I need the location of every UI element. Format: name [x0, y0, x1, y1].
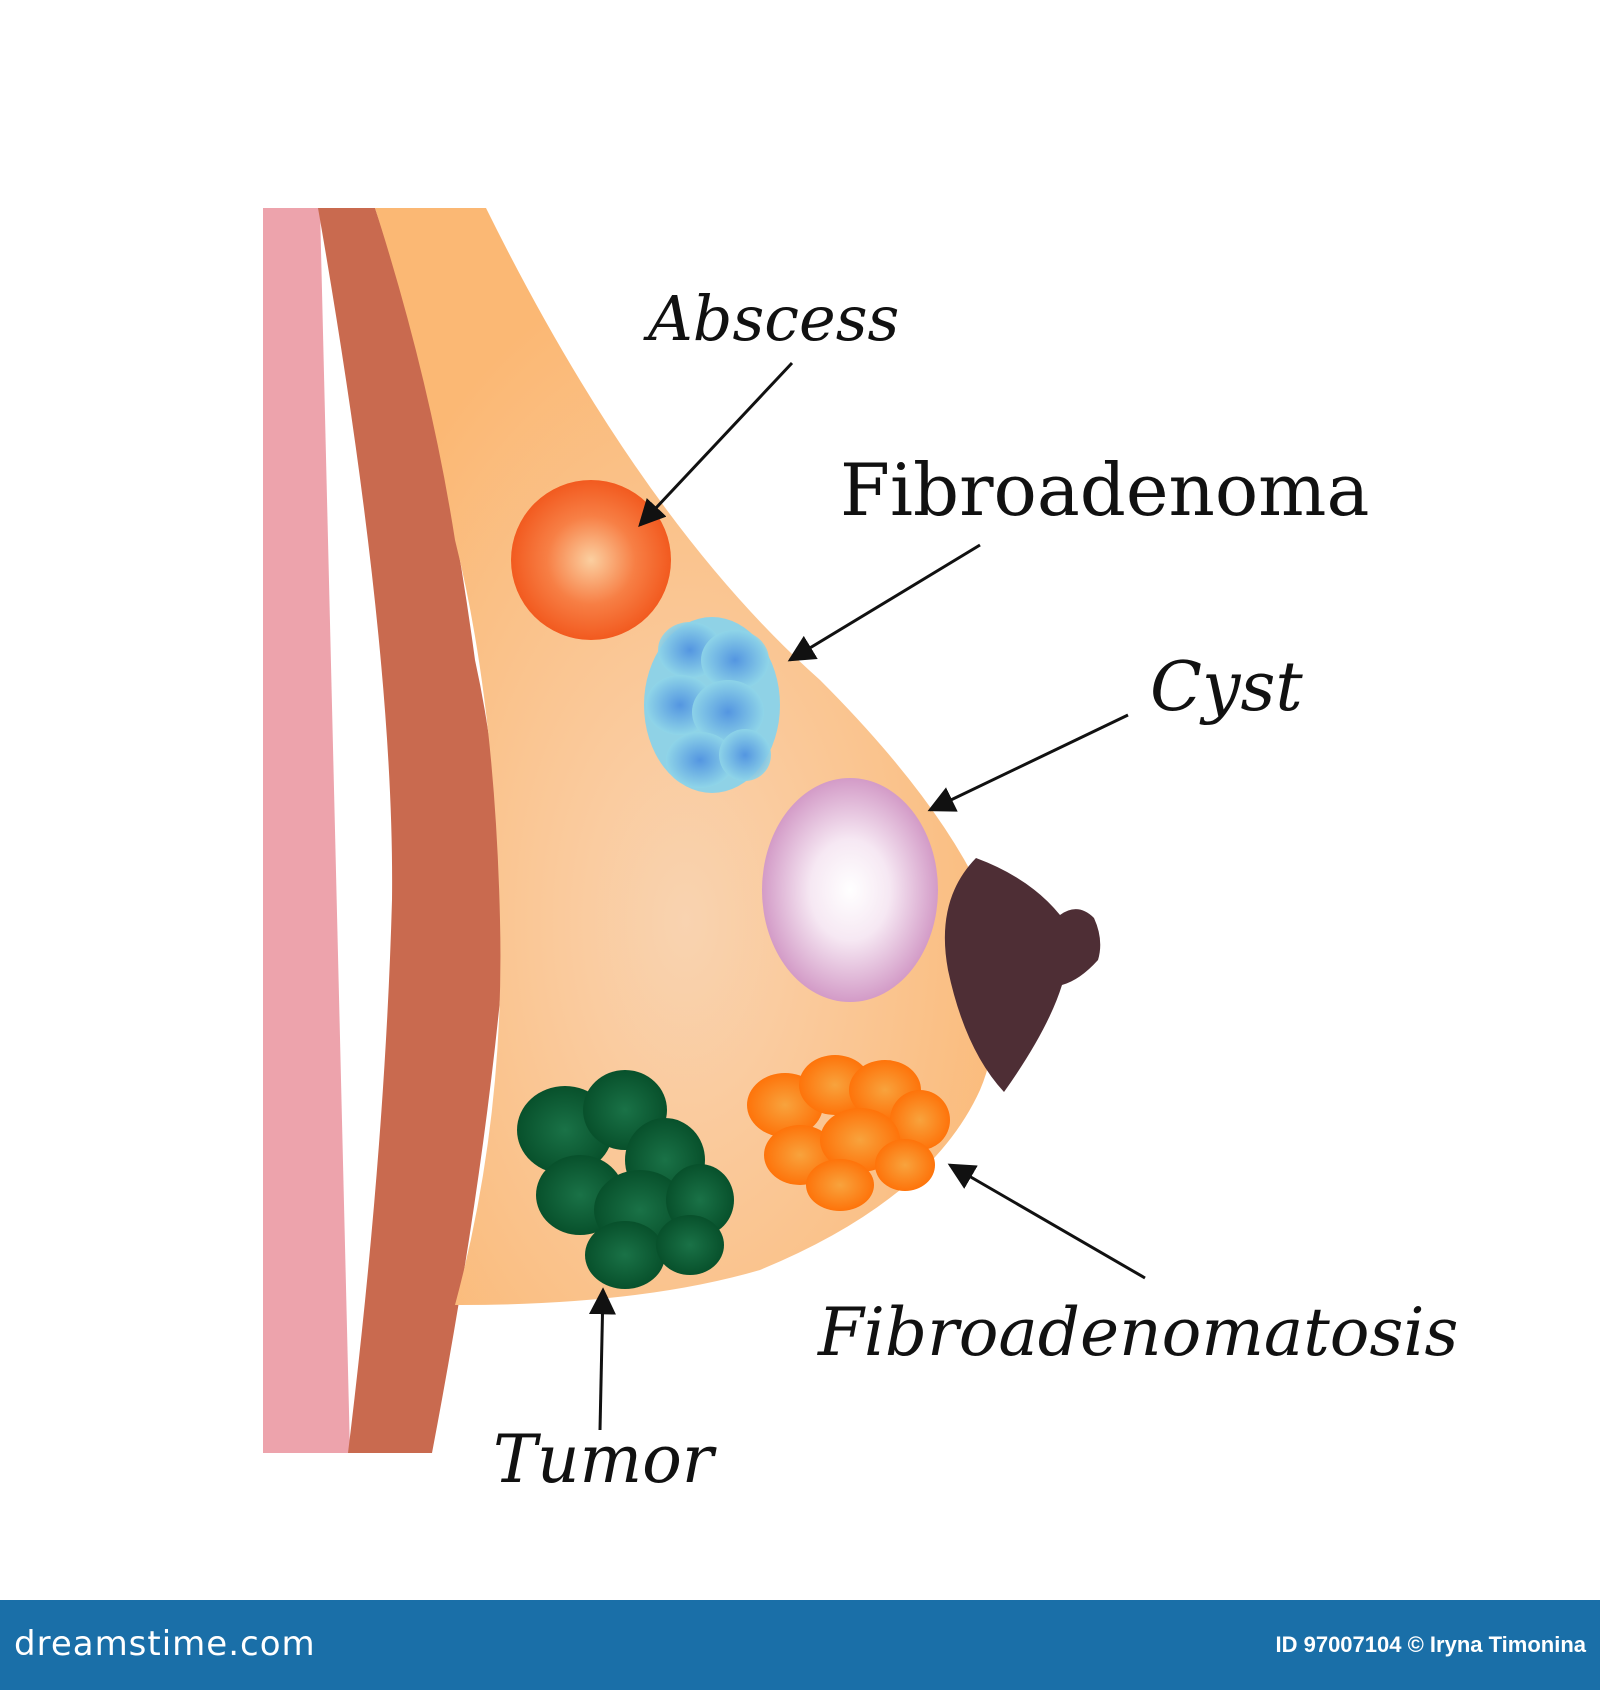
fibroadenomatosis-arrow — [947, 1163, 1146, 1280]
image-credit: ID 97007104 © Iryna Timonina — [1275, 1632, 1586, 1657]
cyst-lesion — [762, 778, 938, 1002]
tumor-label: Tumor — [493, 1421, 717, 1498]
cyst-arrow — [927, 713, 1129, 812]
abscess-lesion — [511, 480, 671, 640]
tumor-arrow — [588, 1287, 616, 1431]
footer-bar: dreamstime.com ID 97007104 © Iryna Timon… — [0, 1600, 1600, 1690]
fibroadenomatosis-lesion — [747, 1055, 950, 1211]
fibroadenoma-arrow — [787, 543, 981, 662]
breast-pathology-diagram: Abscess Fibroadenoma Cyst Fibroadenomato… — [263, 208, 1458, 1498]
cyst-label: Cyst — [1150, 648, 1303, 727]
skin-layer — [263, 208, 350, 1453]
tumor-lesion — [517, 1070, 734, 1289]
abscess-arrow — [638, 361, 794, 527]
fibroadenomatosis-label: Fibroadenomatosis — [817, 1294, 1458, 1371]
abscess-label: Abscess — [643, 282, 899, 355]
muscle-layer — [318, 208, 503, 1453]
brand-logo-text: dreamstime.com — [14, 1624, 316, 1664]
fibroadenoma-lesion — [644, 617, 780, 793]
nipple — [944, 858, 1101, 1092]
fibroadenoma-label: Fibroadenoma — [840, 448, 1369, 532]
